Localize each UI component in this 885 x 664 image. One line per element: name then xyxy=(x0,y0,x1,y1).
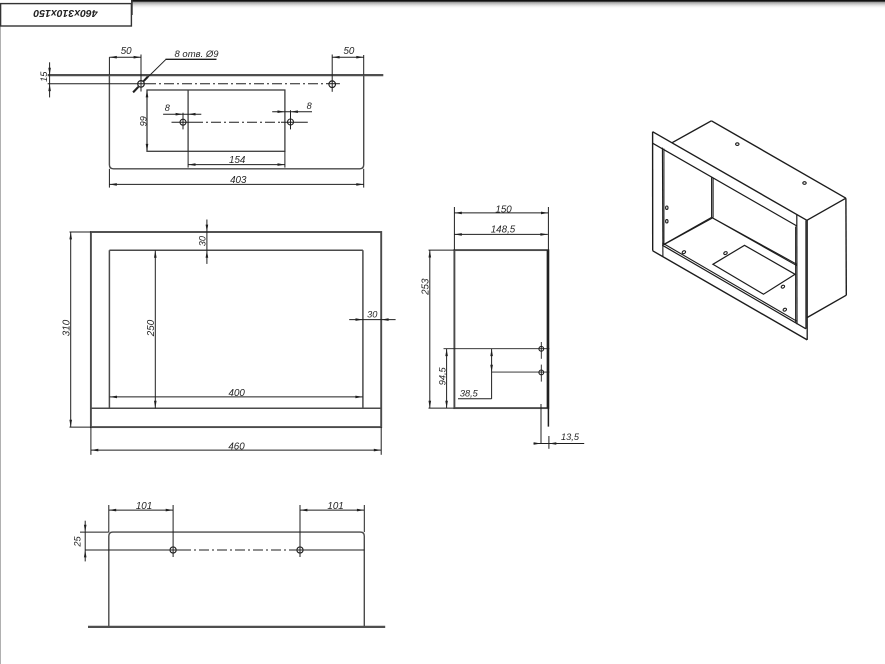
svg-text:8: 8 xyxy=(165,103,171,113)
svg-text:154: 154 xyxy=(229,155,246,166)
svg-text:253: 253 xyxy=(420,278,431,296)
svg-text:400: 400 xyxy=(229,388,246,399)
svg-text:13,5: 13,5 xyxy=(561,432,580,442)
svg-text:250: 250 xyxy=(146,319,157,337)
svg-text:30: 30 xyxy=(367,310,378,320)
svg-text:150: 150 xyxy=(495,205,512,216)
svg-text:94,5: 94,5 xyxy=(437,366,447,385)
svg-text:25: 25 xyxy=(73,536,83,548)
svg-text:403: 403 xyxy=(230,175,247,186)
svg-text:8: 8 xyxy=(307,101,313,111)
svg-text:50: 50 xyxy=(343,46,354,57)
svg-text:38,5: 38,5 xyxy=(460,389,479,399)
svg-text:148,5: 148,5 xyxy=(491,225,516,236)
svg-text:15: 15 xyxy=(39,71,49,82)
svg-text:8 отв. Ø9: 8 отв. Ø9 xyxy=(175,49,220,60)
svg-text:99: 99 xyxy=(139,116,149,126)
svg-text:101: 101 xyxy=(136,501,152,512)
svg-text:460x310x150: 460x310x150 xyxy=(33,7,98,19)
svg-text:460: 460 xyxy=(228,441,245,452)
svg-text:310: 310 xyxy=(62,319,73,336)
svg-text:30: 30 xyxy=(197,235,207,246)
svg-text:50: 50 xyxy=(121,46,132,57)
svg-text:101: 101 xyxy=(327,501,343,512)
